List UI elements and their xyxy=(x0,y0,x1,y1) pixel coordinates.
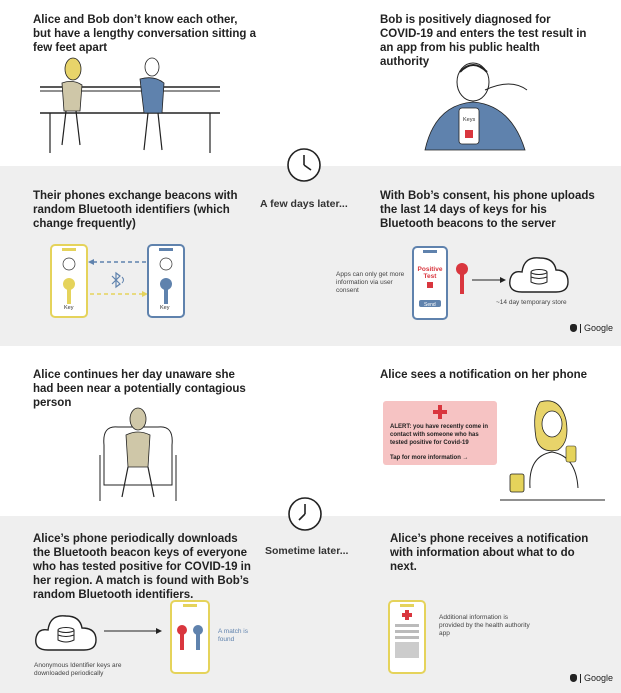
google-label-2: Google xyxy=(584,673,614,683)
bob-phone-keys-text: Keys xyxy=(463,117,476,123)
transition-few-days: A few days later... xyxy=(260,198,348,210)
download-arrow xyxy=(104,628,162,634)
temporary-store-label: ~14 day temporary store xyxy=(496,299,567,306)
bob-key-label: Key xyxy=(160,305,170,311)
bluetooth-icon xyxy=(111,271,124,289)
panel8-caption: Alice’s phone receives a notification wi… xyxy=(390,533,589,573)
clock-icon xyxy=(287,148,321,182)
download-cloud-icon xyxy=(35,615,97,651)
anonymous-keys-note: Anonymous Identifier keys are downloaded… xyxy=(34,662,122,677)
brand-divider xyxy=(580,323,581,333)
apple-icon xyxy=(570,324,577,332)
alert-link[interactable]: Tap for more information → xyxy=(390,455,469,461)
alice-armchair-illustration xyxy=(99,407,177,501)
send-button[interactable]: Send xyxy=(424,302,436,308)
google-brand: Google xyxy=(570,323,613,333)
panel5-caption: Alice continues her day unaware she had … xyxy=(33,369,246,409)
panel2-caption: Bob is positively diagnosed for COVID-19… xyxy=(380,14,587,68)
google-label: Google xyxy=(584,323,614,333)
brand-divider-2 xyxy=(580,673,581,683)
bench-illustration xyxy=(40,57,220,153)
clock-icon-2 xyxy=(288,497,322,531)
consent-note: Apps can only get more information via u… xyxy=(336,271,405,294)
server-cloud-icon xyxy=(509,257,569,293)
panel3-caption: Their phones exchange beacons with rando… xyxy=(33,190,238,230)
apple-icon-2 xyxy=(570,674,577,682)
panel1-caption: Alice and Bob don’t know each other, but… xyxy=(33,14,257,54)
alert-text: ALERT: you have recently come in contact… xyxy=(390,424,489,446)
alert-red-cross-icon xyxy=(433,405,447,419)
band-exchange xyxy=(0,166,621,346)
band-download xyxy=(0,516,621,693)
additional-info-note: Additional information is provided by th… xyxy=(439,614,530,637)
alice-phone xyxy=(50,244,88,318)
panel4-caption: With Bob’s consent, his phone uploads th… xyxy=(380,190,595,230)
bob-phone xyxy=(147,244,185,318)
red-key-icon xyxy=(456,263,468,294)
bob-phone-illustration xyxy=(424,62,528,151)
upload-phone xyxy=(412,246,448,320)
upload-arrow xyxy=(472,277,506,283)
match-phone xyxy=(170,600,210,674)
google-brand-2: Google xyxy=(570,673,613,683)
panel6-caption: Alice sees a notification on her phone xyxy=(380,369,588,381)
positive-test-title: Positive Test xyxy=(417,266,443,280)
match-note: A match is found xyxy=(218,628,248,643)
alice-key-label: Key xyxy=(64,305,74,311)
panel7-caption: Alice’s phone periodically downloads the… xyxy=(33,533,251,601)
alice-phone-illustration xyxy=(500,400,605,501)
exchange-arrows xyxy=(88,259,148,297)
info-phone xyxy=(388,600,426,674)
transition-sometime-later: Sometime later... xyxy=(265,545,349,557)
